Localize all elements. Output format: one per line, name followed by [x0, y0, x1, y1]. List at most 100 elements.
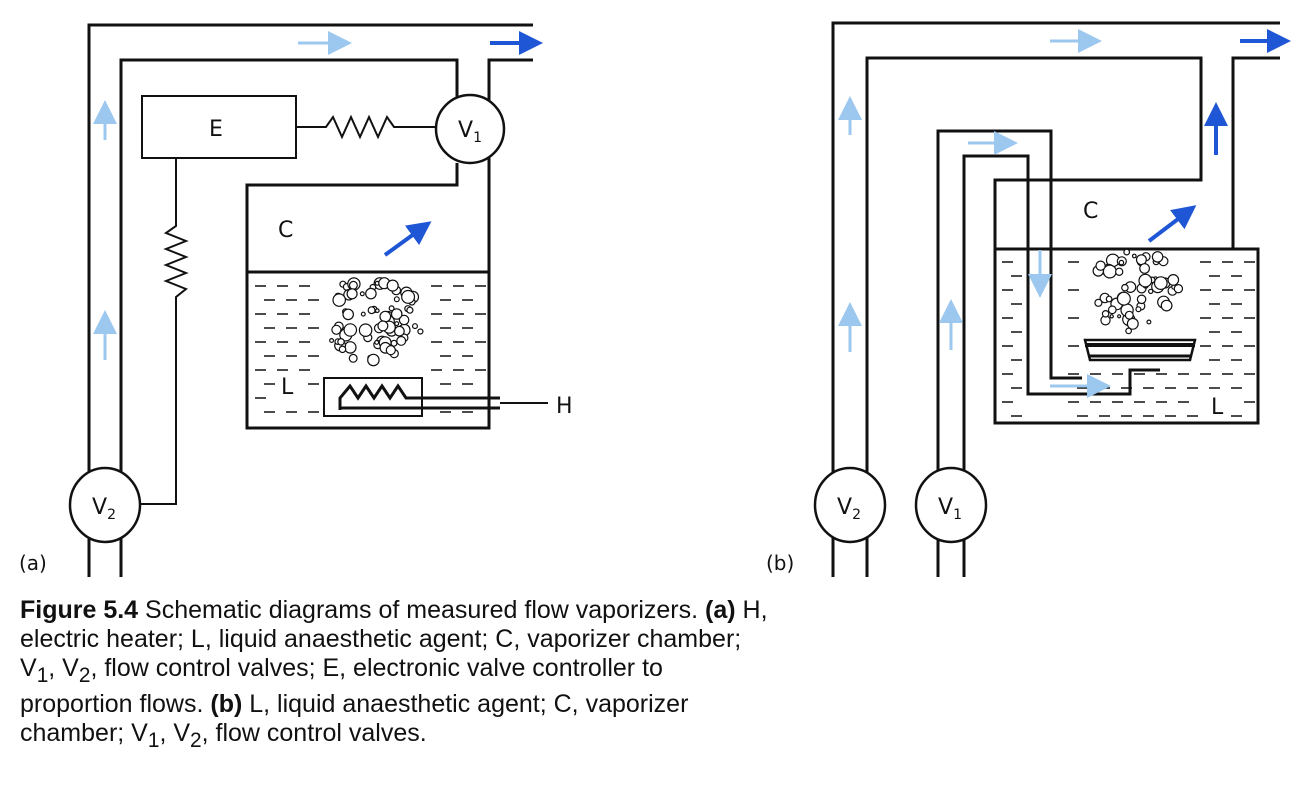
caption-sub: 2: [190, 729, 202, 752]
vapor-bubble: [1135, 306, 1142, 313]
vapor-bubble: [367, 353, 380, 367]
liquid-dashes-b: [1002, 261, 1255, 417]
vapor-bubble: [360, 311, 366, 317]
valve-v2-a: [68, 466, 142, 544]
vapor-bubble: [1105, 295, 1113, 303]
outer-pipe-wall-b: [831, 21, 1280, 577]
vapor-bubble: [1116, 314, 1122, 319]
caption-a-text: , flow control valves; E, electronic val…: [20, 654, 663, 718]
valve-v1-a-label: V1: [458, 118, 482, 146]
vapor-bubble: [388, 305, 395, 312]
vapor-bubble: [348, 353, 358, 363]
inlet-tube-outer: [936, 129, 1082, 577]
vapor-bubble: [398, 314, 410, 326]
vapor-bubble: [1123, 248, 1131, 256]
liquid-label-b: L: [1211, 395, 1224, 420]
vapor-bubble: [342, 308, 354, 321]
figure-label: Figure 5.4: [20, 596, 139, 624]
caption-a-label: (a): [705, 596, 736, 624]
panel-b: [813, 21, 1280, 577]
vapor-bubble: [1153, 276, 1168, 291]
vapor-bubble: [337, 337, 345, 346]
vapor-bubble: [393, 296, 400, 303]
caption-b-label: (b): [210, 690, 243, 718]
inner-pipe-wall-b: [865, 56, 1280, 577]
vapor-bubble: [1139, 263, 1150, 274]
inlet-tube-inner: [962, 154, 1160, 577]
vapor-bubble: [367, 306, 376, 315]
vapor-bubble: [365, 287, 377, 300]
vapor-bubble: [358, 323, 373, 337]
vapor-bubbles-a: [329, 277, 424, 367]
inner-pipe-wall-a: [119, 58, 459, 577]
outlet-branch-a: [245, 58, 533, 430]
vapor-bubble: [1107, 305, 1117, 315]
heater-label: H: [556, 394, 573, 419]
panel-a: [68, 23, 548, 577]
vapor-bubble: [396, 335, 407, 346]
caption-a-text: , V: [48, 654, 79, 682]
vapor-bubble: [343, 341, 357, 354]
vapor-bubble: [1118, 259, 1125, 266]
valve-v1-a: [434, 93, 506, 165]
vapor-bubble: [1101, 309, 1110, 318]
vapor-bubble: [1125, 327, 1132, 335]
vapor-bubble: [417, 328, 424, 335]
vapor-bubble: [1124, 310, 1134, 320]
vapor-bubble: [1094, 298, 1103, 307]
vapor-bubble: [332, 293, 346, 307]
valve-v1-b-label: V1: [938, 495, 962, 523]
caption-b-text: , V: [159, 719, 191, 747]
controller-label: E: [209, 117, 223, 142]
vapor-bubble: [343, 323, 358, 337]
vapor-bubble: [1167, 274, 1180, 286]
flow-arrows-a: [93, 31, 543, 360]
vapor-bubble: [374, 339, 380, 345]
vapor-bubble: [374, 308, 380, 314]
vapor-bubble: [1114, 267, 1124, 276]
vapor-bubble: [377, 320, 389, 332]
vapor-bubble: [390, 308, 403, 320]
caption-sub: 1: [147, 729, 160, 752]
caption-a-text: H, electric heater; L, liquid anaestheti…: [20, 596, 768, 682]
vapor-bubble: [1116, 291, 1131, 306]
resistor-e-v2: [139, 158, 189, 505]
vapor-bubble: [412, 323, 419, 330]
chamber-label-a: C: [278, 218, 293, 243]
vapor-bubble: [401, 289, 416, 304]
vapor-bubble: [385, 345, 396, 356]
panel-a-tag: (a): [19, 551, 47, 575]
caption-b-text: L, liquid anaesthetic agent; C, vaporize…: [20, 690, 689, 747]
vapor-bubbles-b: [1092, 248, 1184, 335]
vapor-bubble: [348, 280, 358, 290]
vapor-bubble: [338, 345, 347, 354]
vapor-bubble: [1173, 284, 1184, 294]
vapor-bubble: [394, 325, 405, 337]
caption-sub: 2: [78, 664, 91, 687]
flow-arrow-dark: [1147, 205, 1197, 243]
vapor-bubble: [1095, 260, 1106, 271]
diffuser-plate: [1083, 338, 1197, 362]
flow-vaporizer-diagram: E C L H V1 V2 (a) C L V2 V1 (b): [19, 21, 1291, 577]
vapor-bubble: [386, 279, 399, 292]
flow-arrows-b: [838, 29, 1291, 398]
valve-v2-b-label: V2: [837, 495, 861, 523]
heater-coil: [338, 383, 500, 410]
liquid-dashes-a: [255, 285, 486, 413]
vapor-bubble: [1138, 273, 1153, 288]
vapor-bubble: [1109, 314, 1114, 319]
chamber-label-b: C: [1083, 199, 1098, 224]
vapor-bubble: [406, 306, 414, 314]
flow-arrow-dark: [383, 221, 432, 257]
vapor-bubble: [1121, 283, 1129, 292]
caption-intro: Schematic diagrams of measured flow vapo…: [138, 596, 705, 624]
vapor-bubble: [379, 310, 392, 323]
panel-b-tag: (b): [766, 551, 794, 575]
vapor-bubble: [329, 338, 335, 344]
valve-v2-a-label: V2: [92, 495, 116, 523]
resistor-e-v1: [296, 114, 436, 140]
vapor-bubble: [1126, 317, 1139, 330]
vapor-bubble: [394, 321, 400, 327]
vapor-bubble: [1136, 294, 1147, 305]
vapor-bubble: [1131, 253, 1137, 259]
